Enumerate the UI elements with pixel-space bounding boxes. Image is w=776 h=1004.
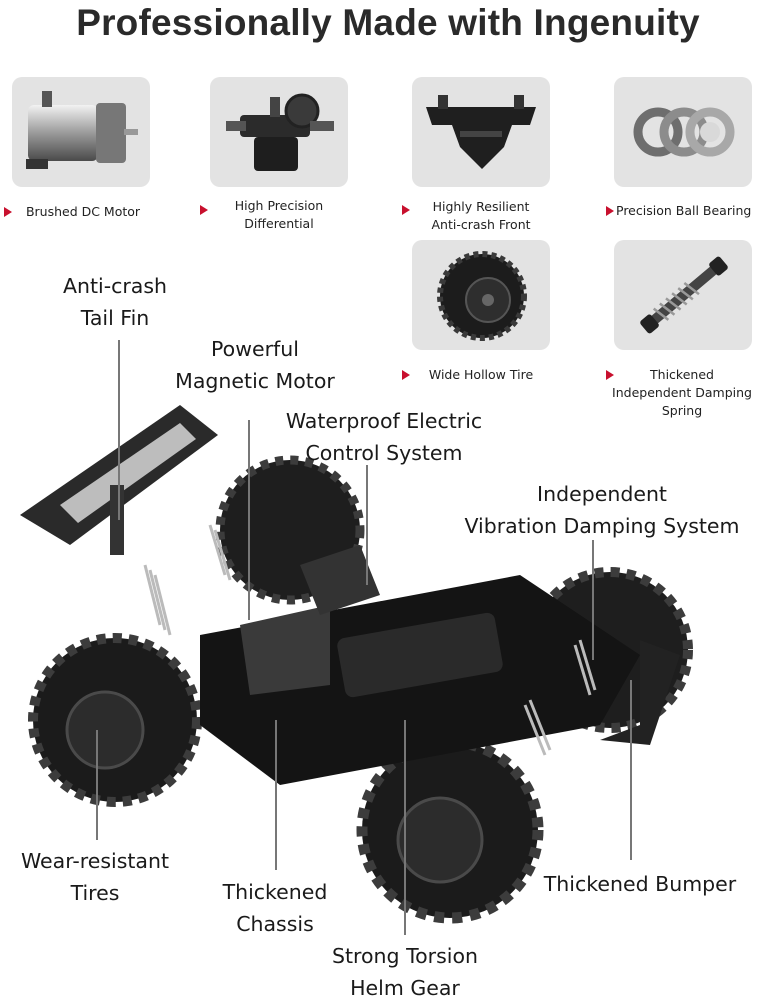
caption-differential: High Precision Differential: [234, 198, 324, 231]
callout-helm: Strong Torsion Helm Gear: [331, 944, 478, 1000]
bullet-arrow-icon: [606, 206, 614, 216]
bumper-tile: [412, 77, 550, 187]
callout-electric: Waterproof Electric Control System: [285, 409, 483, 465]
page-title: Professionally Made with Ingenuity: [76, 2, 700, 43]
callout-chassis: Thickened Chassis: [222, 880, 328, 936]
tire-tile: [412, 240, 550, 350]
motor-cover: [240, 605, 330, 695]
caption-spring: Thickened Independent Damping Spring: [612, 367, 752, 418]
caption-motor: Brushed DC Motor: [25, 204, 141, 219]
callout-line-chassis: [275, 720, 277, 870]
ball-bearing-icon: [633, 107, 735, 157]
callout-tail-fin: Anti-crash Tail Fin: [62, 274, 168, 330]
bumper-icon: [426, 95, 536, 169]
callout-line-bumper: [630, 680, 632, 860]
callout-bumper: Thickened Bumper: [543, 872, 737, 896]
caption-bumper: Highly Resilient Anti-crash Front: [431, 199, 531, 232]
bullet-arrow-icon: [200, 205, 208, 215]
callout-line-tail-fin: [118, 340, 120, 520]
callout-line-motor: [248, 420, 250, 620]
callout-line-damping: [592, 540, 594, 660]
differential-icon: [226, 93, 334, 171]
front-bumper: [600, 640, 680, 745]
differential-tile: [210, 77, 348, 187]
bullet-arrow-icon: [4, 207, 12, 217]
motor-icon: [26, 91, 138, 169]
callout-tires: Wear-resistant Tires: [20, 849, 170, 905]
spring-tile: [614, 240, 752, 350]
bearing-tile: [614, 77, 752, 187]
bullet-arrow-icon: [606, 370, 614, 380]
bullet-arrow-icon: [402, 205, 410, 215]
damping-spring-icon: [640, 256, 728, 334]
bullet-arrow-icon: [402, 370, 410, 380]
caption-bearing: Precision Ball Bearing: [616, 203, 752, 218]
callout-line-helm: [404, 720, 406, 935]
motor-tile: [12, 77, 150, 187]
tire-icon: [437, 251, 527, 341]
callout-line-tires: [96, 730, 98, 840]
caption-tire: Wide Hollow Tire: [428, 367, 534, 382]
callout-line-electric: [366, 465, 368, 585]
callout-damping: Independent Vibration Damping System: [464, 482, 740, 538]
callout-motor: Powerful Magnetic Motor: [175, 337, 335, 393]
